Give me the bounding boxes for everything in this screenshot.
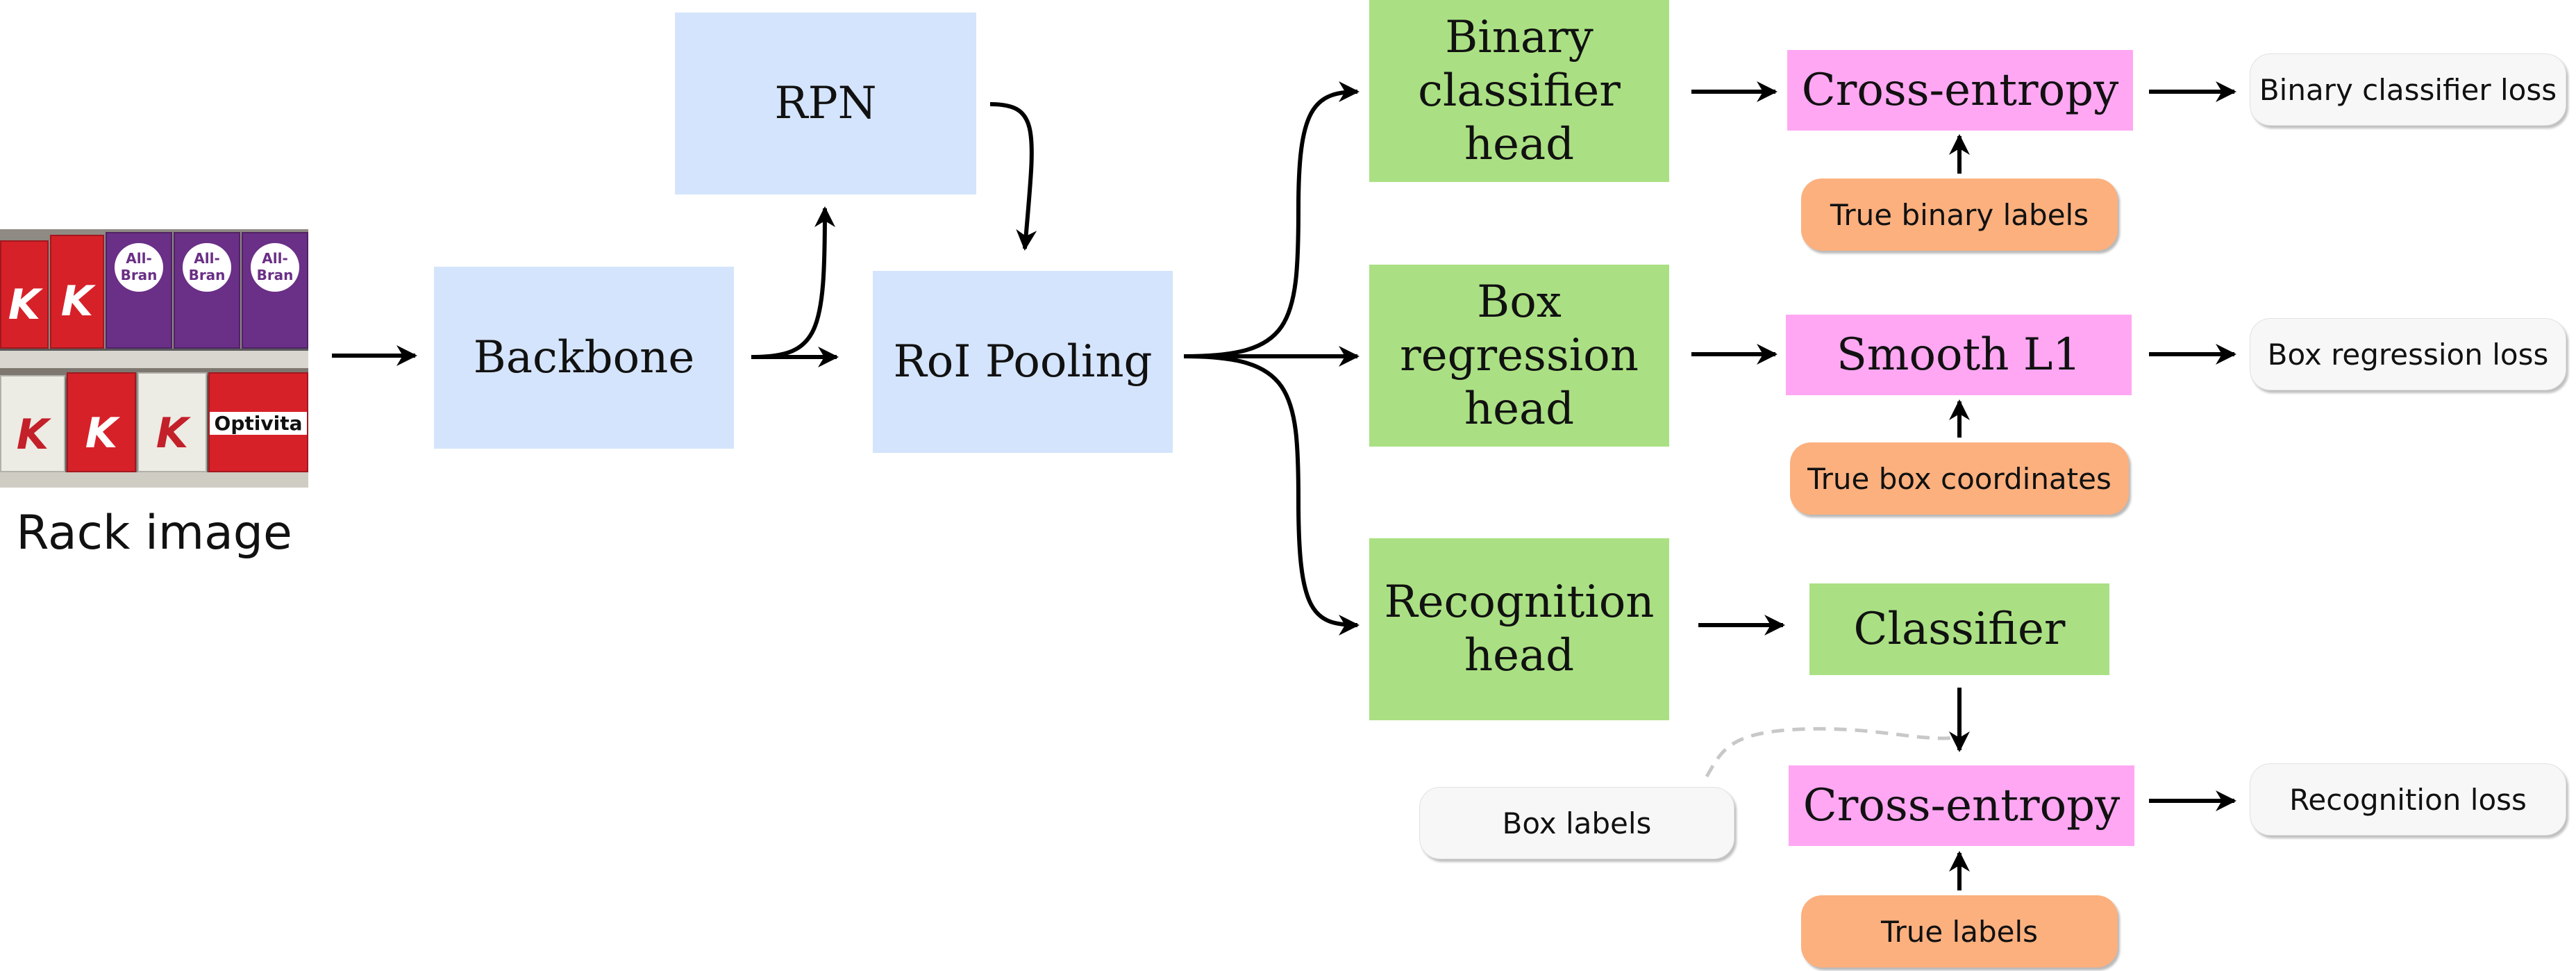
all-bran-pack: All- Bran <box>174 232 240 349</box>
arrow-roi-to-recognition-head <box>1183 354 1360 636</box>
recognition-loss: Recognition loss <box>2250 763 2566 836</box>
rack-image: K K All- Bran All- Bran All- Bran K K K … <box>0 229 308 488</box>
true-binary-labels: True binary labels <box>1801 179 2118 251</box>
box-regression-head: Box regression head <box>1369 265 1669 447</box>
rack-image-caption: Rack image <box>16 506 292 561</box>
arrow-backbone-to-rpn <box>751 206 835 359</box>
roi-pooling-block: RoI Pooling <box>873 271 1173 453</box>
special-k-pack: K <box>0 240 49 349</box>
true-labels: True labels <box>1801 895 2118 968</box>
special-k-pack: K <box>67 372 136 472</box>
all-bran-pack: All- Bran <box>106 232 172 349</box>
cross-entropy-binary: Cross-entropy <box>1787 50 2133 131</box>
classifier-block: Classifier <box>1809 583 2109 675</box>
box-labels: Box labels <box>1419 787 1734 859</box>
dashed-link-box-labels <box>1705 727 1959 778</box>
binary-classifier-loss: Binary classifier loss <box>2250 53 2566 126</box>
special-k-pack: K <box>137 372 207 472</box>
special-k-pack: K <box>50 235 104 349</box>
recognition-head: Recognition head <box>1369 538 1669 720</box>
cross-entropy-recognition: Cross-entropy <box>1789 765 2134 846</box>
true-box-coordinates: True box coordinates <box>1790 442 2129 515</box>
special-k-pack: K <box>0 375 65 472</box>
arrow-rpn-to-roi <box>989 102 1037 251</box>
binary-classifier-head: Binary classifier head <box>1369 0 1669 182</box>
arrow-roi-to-binary-head <box>1183 81 1360 358</box>
box-regression-loss: Box regression loss <box>2250 318 2566 390</box>
all-bran-pack: All- Bran <box>242 232 308 349</box>
shelf-rail <box>0 472 308 488</box>
rpn-block: RPN <box>675 13 976 194</box>
backbone-block: Backbone <box>434 267 734 449</box>
smooth-l1-loss: Smooth L1 <box>1786 315 2132 395</box>
optivita-pack: Optivita <box>208 372 308 472</box>
